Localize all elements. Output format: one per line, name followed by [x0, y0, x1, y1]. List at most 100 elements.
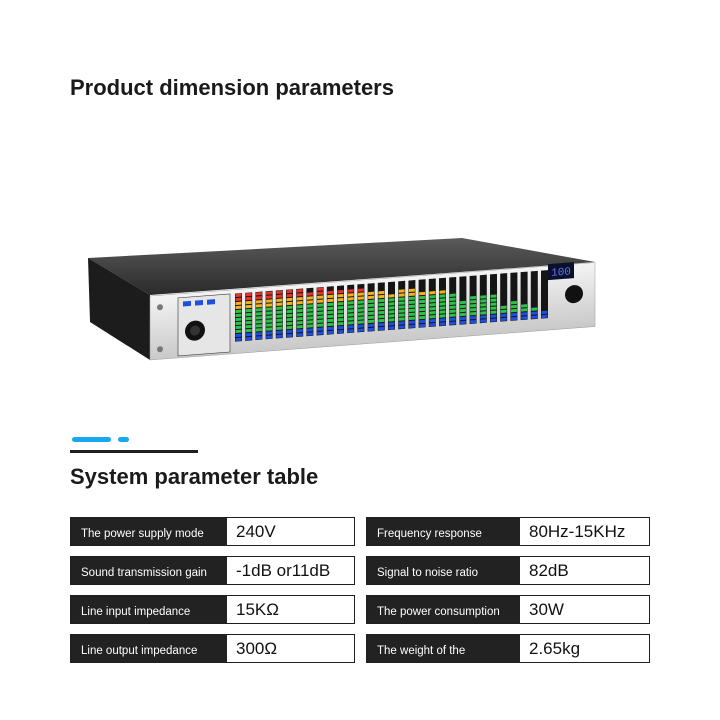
eq-bar-segment	[306, 312, 313, 316]
eq-bar-segment	[408, 288, 415, 293]
eq-bar-segment	[470, 303, 477, 308]
eq-bar-segment	[378, 294, 385, 299]
volume-knob[interactable]	[565, 284, 583, 304]
led-display-value: 100	[551, 266, 571, 279]
eq-bar-segment	[337, 309, 344, 314]
eq-bar-segment	[398, 301, 405, 305]
eq-bar-segment	[480, 307, 487, 311]
eq-bar-segment	[317, 323, 324, 327]
eq-bar-segment	[235, 301, 242, 306]
eq-bar-segment	[245, 296, 252, 301]
eq-bar-segment	[419, 307, 426, 312]
eq-bar-segment	[500, 305, 507, 310]
eq-bar-segment	[357, 316, 364, 320]
eq-bar-segment	[286, 317, 293, 322]
eq-bar-segment	[541, 314, 548, 319]
eq-bar-segment	[419, 299, 426, 304]
eq-bar-track	[337, 285, 344, 334]
preset-button[interactable]	[207, 299, 215, 305]
eq-bar-segment	[266, 323, 273, 327]
eq-bar-segment	[306, 316, 313, 320]
eq-bar-segment	[490, 306, 497, 310]
preset-button[interactable]	[183, 300, 191, 307]
eq-bar-segment	[357, 288, 364, 292]
eq-bar-segment	[490, 302, 497, 306]
eq-bar-segment	[296, 301, 303, 305]
eq-bar-segment	[245, 316, 252, 321]
eq-bar-segment	[439, 314, 446, 318]
eq-bar-segment	[408, 320, 415, 325]
eq-bar-segment	[327, 318, 334, 323]
chassis-side	[88, 258, 150, 360]
eq-bar-segment	[286, 321, 293, 326]
eq-bar-segment	[347, 297, 354, 301]
param-value: 300Ω	[227, 635, 354, 662]
eq-bar-segment	[286, 309, 293, 314]
eq-bar-segment	[419, 315, 426, 320]
eq-bar-segment	[337, 321, 344, 326]
eq-bar-segment	[306, 324, 313, 328]
eq-bar-segment	[398, 309, 405, 313]
eq-bar-segment	[337, 301, 344, 306]
eq-bar-track	[347, 284, 355, 334]
eq-bar-segment	[510, 308, 517, 313]
eq-bar-segment	[306, 320, 313, 324]
eq-bar-segment	[255, 292, 262, 296]
divider	[70, 450, 198, 453]
eq-bar-segment	[347, 305, 354, 309]
eq-bar-segment	[235, 305, 242, 310]
eq-bar-segment	[306, 308, 313, 312]
eq-bar-segment	[357, 312, 364, 316]
eq-bar-segment	[266, 335, 273, 339]
param-value: 30W	[520, 596, 649, 623]
eq-bar-segment	[296, 329, 303, 333]
eq-bar-segment	[255, 332, 262, 336]
eq-bar-segment	[245, 324, 252, 329]
eq-bars	[235, 270, 548, 342]
eq-bar-track	[439, 277, 446, 327]
eq-bar-segment	[449, 321, 456, 325]
eq-bar-segment	[327, 322, 334, 327]
eq-bar-segment	[480, 295, 487, 299]
system-parameter-title: System parameter table	[70, 464, 319, 489]
eq-bar-segment	[378, 306, 385, 311]
param-label: Sound transmission gain	[71, 557, 227, 584]
eq-bar-segment	[459, 312, 466, 317]
eq-bar-segment	[306, 300, 313, 304]
param-value: -1dB or11dB	[227, 557, 354, 584]
eq-bar-segment	[419, 311, 426, 316]
rack-hole	[157, 304, 163, 311]
eq-bar-segment	[276, 302, 283, 307]
eq-bar-segment	[255, 308, 262, 312]
eq-bar-track	[357, 283, 365, 333]
eq-bar-track	[245, 292, 253, 341]
eq-bar-track	[449, 276, 457, 326]
eq-bar-segment	[255, 304, 262, 308]
eq-bar-segment	[255, 300, 262, 304]
eq-bar-segment	[347, 325, 354, 329]
eq-bar-segment	[368, 311, 375, 316]
accent-bar	[72, 437, 111, 442]
eq-bar-segment	[459, 308, 466, 313]
eq-bar-segment	[500, 313, 507, 318]
eq-bar-segment	[398, 313, 405, 317]
eq-bar-segment	[521, 308, 528, 312]
eq-bar-segment	[449, 313, 456, 317]
eq-bar-segment	[521, 312, 528, 316]
preset-button[interactable]	[195, 300, 203, 306]
eq-bar-segment	[276, 294, 283, 299]
eq-bar-segment	[306, 292, 313, 296]
eq-bar-segment	[378, 298, 385, 303]
eq-bar-segment	[368, 327, 375, 332]
eq-bar-segment	[255, 320, 262, 324]
eq-bar-segment	[306, 304, 313, 308]
eq-bar-segment	[357, 324, 364, 328]
eq-bar-segment	[235, 293, 242, 298]
rack-hole	[157, 346, 163, 353]
eq-bar-segment	[419, 323, 426, 328]
